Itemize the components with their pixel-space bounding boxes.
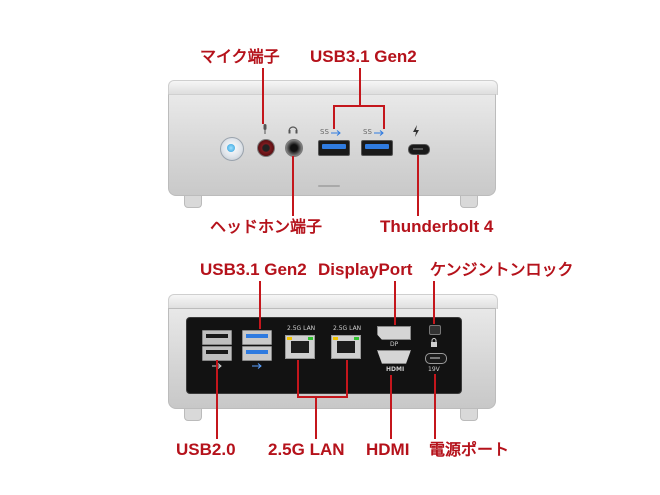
label-rear-usb31: USB3.1 Gen2 [200,260,307,279]
usb-ss-mark-1: SS [320,128,329,136]
dp-mark: DP [390,341,399,348]
rear-usb3-port-2 [242,346,272,361]
leader-lan-right [346,360,348,398]
rear-usb2-port-1 [202,330,232,345]
leader-usb31-left [333,105,335,129]
headphone-jack [285,139,303,157]
label-headphone: ヘッドホン端子 [210,217,323,236]
lock-icon [431,338,437,347]
leader-lan-left [297,360,299,398]
rear-io-panel [186,317,462,394]
lan-port-1 [285,335,315,359]
leader-hdmi [390,375,392,439]
label-power: 電源ポート [429,440,510,459]
leader-headphone [292,156,294,216]
label-displayport: DisplayPort [318,260,413,279]
front-usb3-port-2 [361,140,393,156]
leader-usb31-bar [333,105,385,107]
leader-kensington [433,281,435,324]
front-vent-slit [318,185,340,187]
lan1-mark: 2.5G LAN [287,325,316,332]
thunderbolt-icon [413,125,419,137]
rear-usb3-port-1 [242,330,272,345]
rear-top-cover [168,294,498,309]
leader-power [434,374,436,439]
leader-usb31-right [383,105,385,129]
label-lan: 2.5G LAN [268,440,345,459]
leader-mic [262,68,264,124]
rear-right-foot [460,409,478,421]
mic-icon [263,124,267,134]
headphone-icon [288,126,298,134]
label-front-usb31: USB3.1 Gen2 [310,47,417,66]
usb-icon [331,130,341,136]
leader-rear-usb31 [259,281,261,329]
leader-usb31-stem [359,68,361,106]
front-usb3-port-1 [318,140,350,156]
rear-usb2-port-2 [202,346,232,361]
leader-usb20 [216,360,218,439]
dc-mark: 19V [428,366,440,373]
label-hdmi: HDMI [366,440,410,459]
leader-lan-stem [315,396,317,439]
power-button [220,137,244,161]
label-usb20: USB2.0 [176,440,236,459]
mic-jack [257,139,275,157]
rear-left-foot [184,409,202,421]
label-mic: マイク端子 [200,47,280,66]
label-thunderbolt: Thunderbolt 4 [380,217,494,236]
leader-thunderbolt [417,155,419,216]
lan2-mark: 2.5G LAN [333,325,362,332]
front-left-foot [184,196,202,208]
kensington-slot [429,325,441,335]
leader-lan-bar [297,396,348,398]
displayport-port [377,326,411,340]
hdmi-port [377,350,411,364]
usb-icon [252,363,262,369]
hdmi-mark: HDMI [386,366,405,373]
usb-ss-mark-2: SS [363,128,372,136]
usb-icon [374,130,384,136]
label-kensington: ケンジントンロック [430,260,574,279]
front-right-foot [460,196,478,208]
thunderbolt-port [408,144,430,155]
lan-port-2 [331,335,361,359]
dc-power-port [425,353,447,364]
leader-displayport [394,281,396,325]
front-top-cover [168,80,498,95]
